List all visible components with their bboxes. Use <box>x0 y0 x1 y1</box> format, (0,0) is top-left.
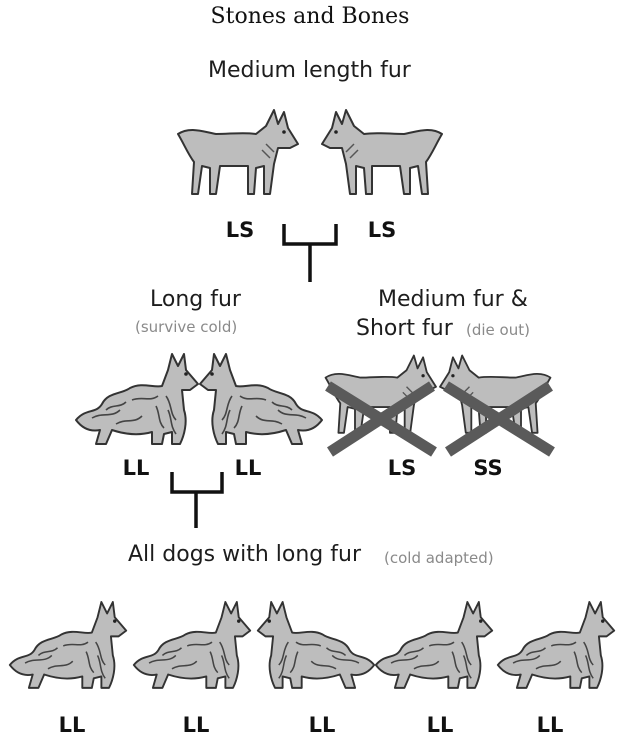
parent-dog-right <box>320 104 450 204</box>
survivors-note: (survive cold) <box>135 318 237 336</box>
survivor-genotype-left: LL <box>106 456 166 480</box>
cross-out-mark-right <box>440 380 558 458</box>
eliminated-heading-line1: Medium fur & <box>378 287 528 312</box>
offspring-heading: All dogs with long fur <box>128 542 361 567</box>
survivors-cross-connector <box>168 470 226 530</box>
offspring-dog-2 <box>130 596 254 692</box>
eliminated-heading-line2: Short fur <box>356 316 453 341</box>
offspring-genotype-3: LL <box>292 713 352 737</box>
offspring-dog-5 <box>494 596 618 692</box>
offspring-genotype-4: LL <box>410 713 470 737</box>
offspring-dog-3 <box>254 596 378 692</box>
offspring-genotype-2: LL <box>166 713 226 737</box>
offspring-dog-1 <box>6 596 130 692</box>
survivor-genotype-right: LL <box>218 456 278 480</box>
parent-genotype-left: LS <box>210 218 270 242</box>
eliminated-genotype-left: LS <box>372 456 432 480</box>
offspring-genotype-5: LL <box>520 713 580 737</box>
parent-genotype-right: LS <box>352 218 412 242</box>
eliminated-note: (die out) <box>466 321 530 339</box>
site-title: Stones and Bones <box>0 4 620 29</box>
offspring-note: (cold adapted) <box>384 549 494 567</box>
survivors-heading: Long fur <box>150 287 241 312</box>
offspring-dog-4 <box>372 596 496 692</box>
parent-dog-left <box>170 104 300 204</box>
cross-out-mark-left <box>322 380 440 458</box>
parents-cross-connector <box>280 222 340 284</box>
offspring-genotype-1: LL <box>42 713 102 737</box>
eliminated-genotype-right: SS <box>458 456 518 480</box>
survivor-dog-right <box>196 348 326 448</box>
parents-heading: Medium length fur <box>208 58 411 83</box>
survivor-dog-left <box>72 348 202 448</box>
